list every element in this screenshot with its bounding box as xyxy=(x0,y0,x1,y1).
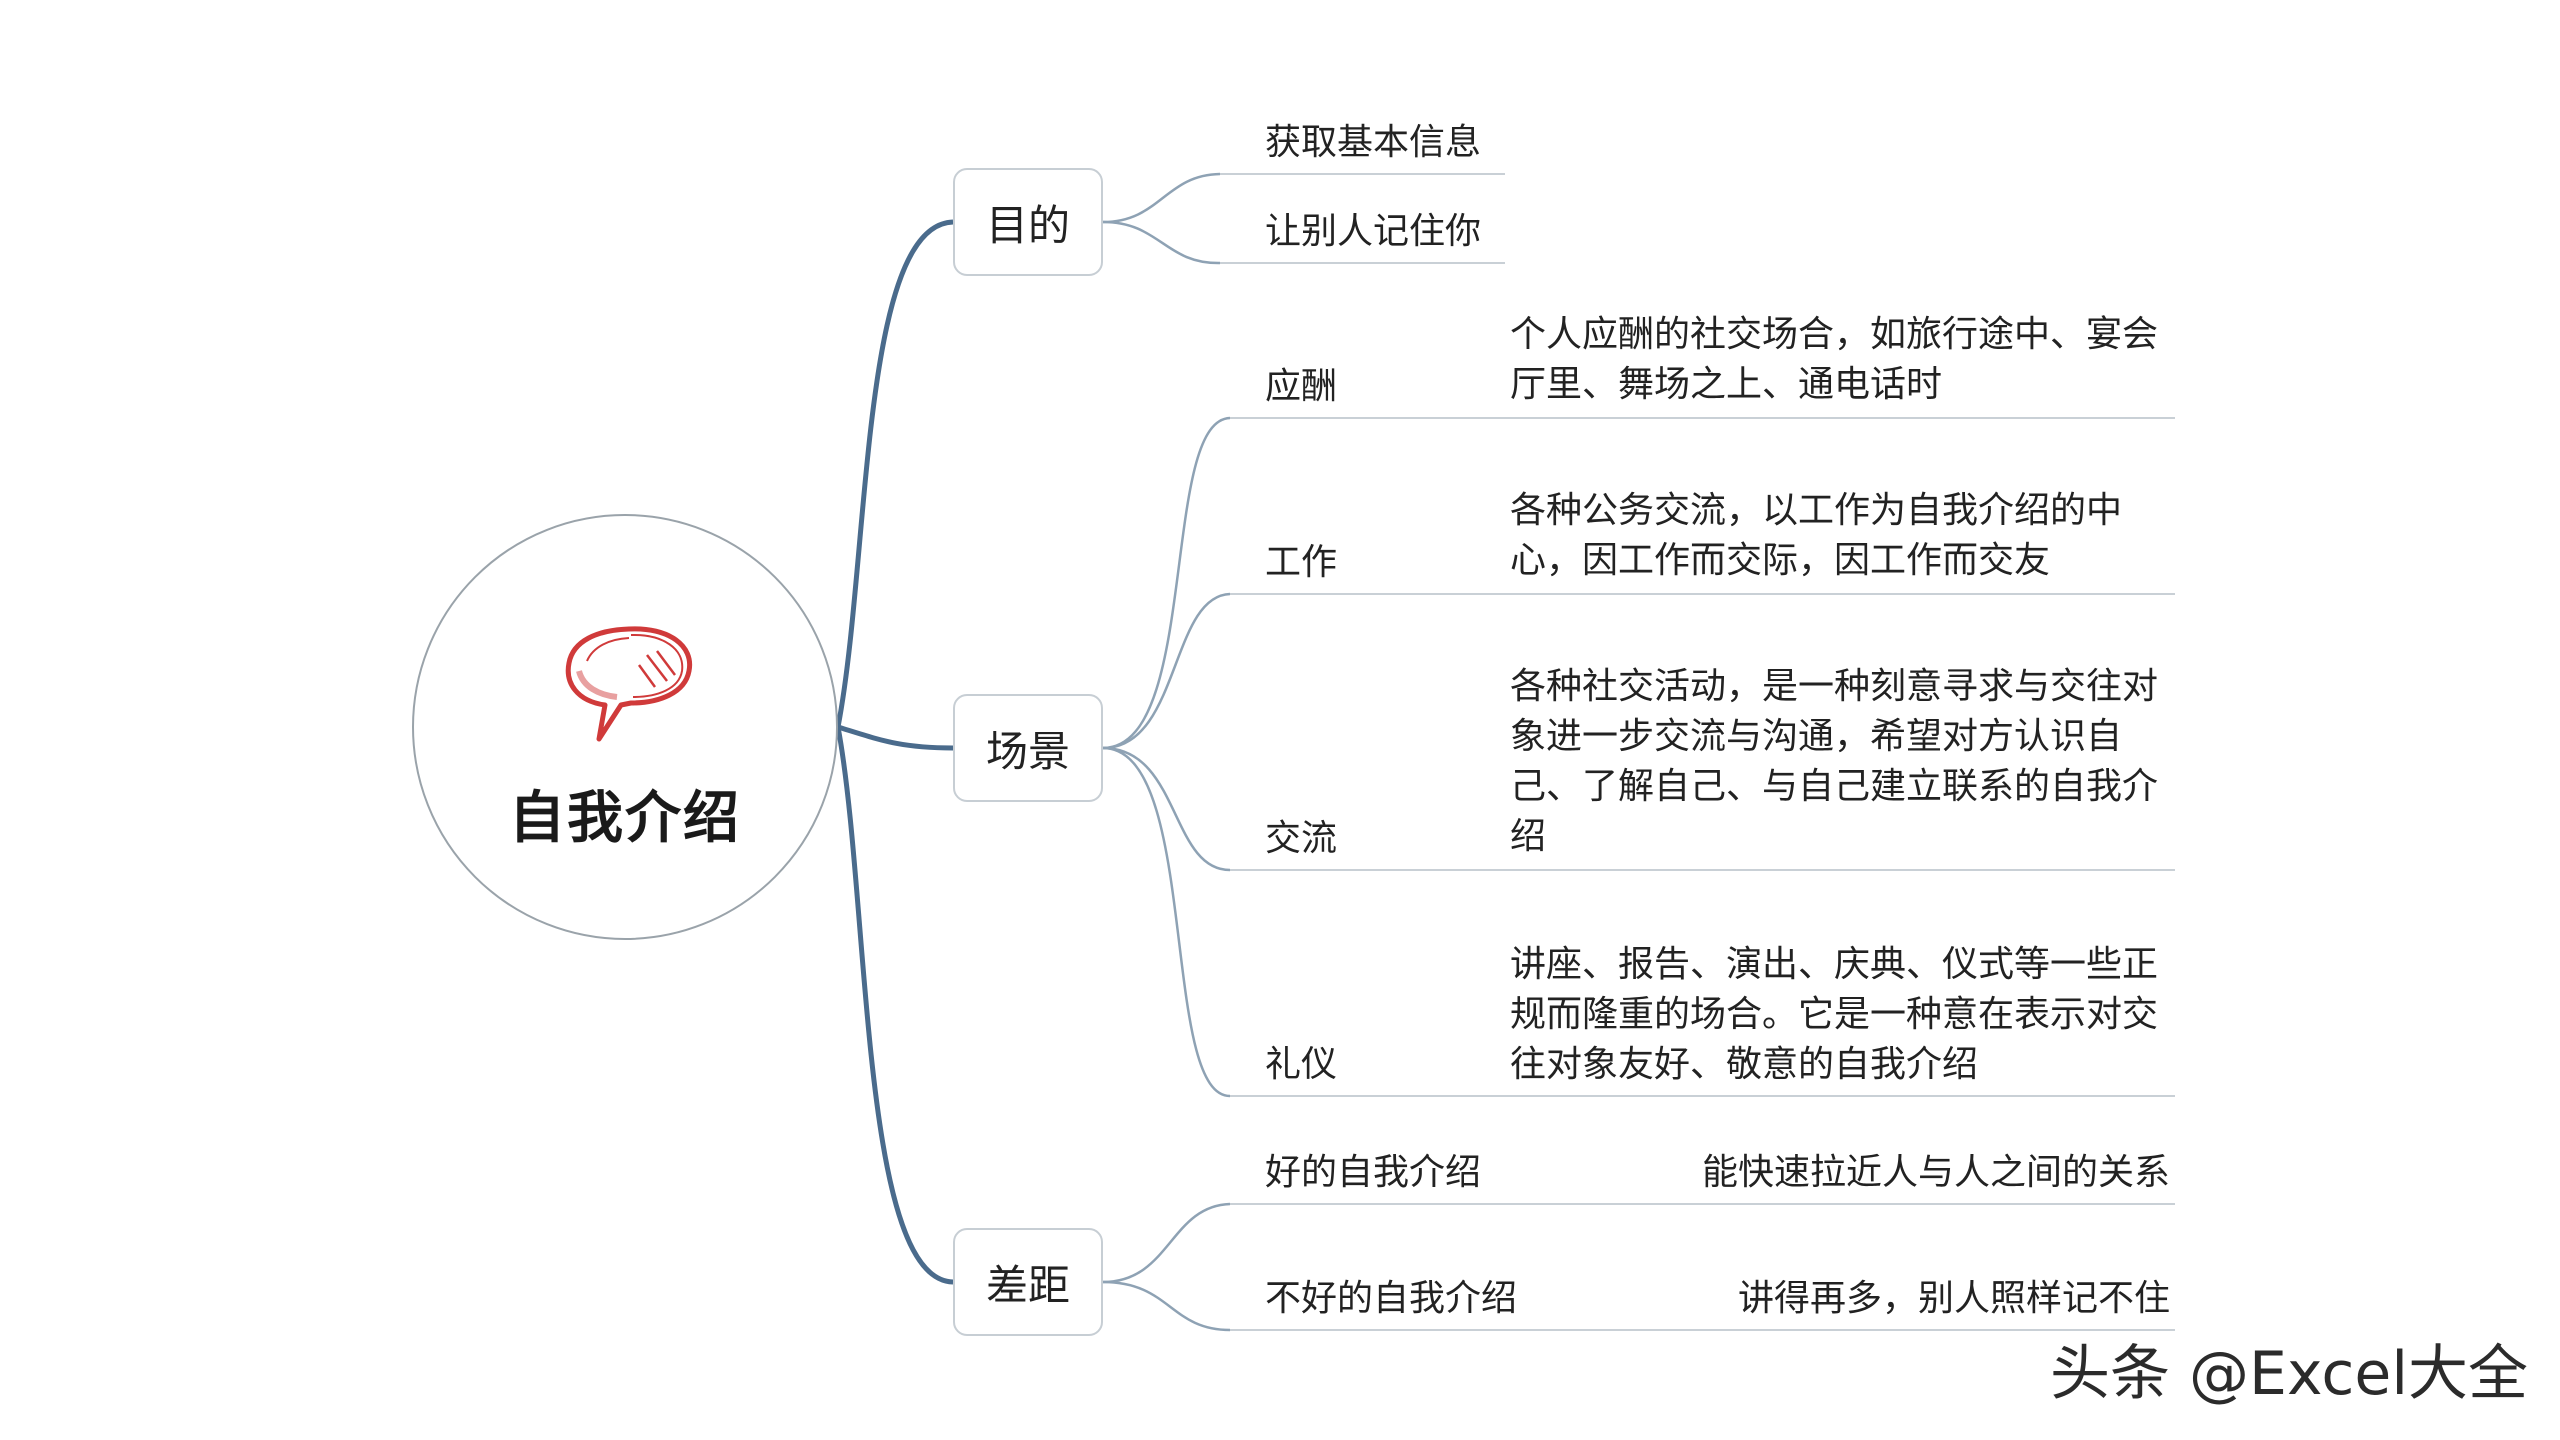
branch-purpose[interactable]: 目的 xyxy=(953,168,1103,276)
desc-scene-social: 个人应酬的社交场合，如旅行途中、宴会厅里、舞场之上、通电话时 xyxy=(1510,314,2159,405)
leaf-gap-good[interactable]: 好的自我介绍 xyxy=(1265,1152,1482,1193)
watermark: 头条 @Excel大全 xyxy=(2049,1339,2528,1409)
trunk-to-gap xyxy=(835,726,954,1285)
root-node[interactable]: 自我介绍 xyxy=(412,514,838,940)
leaf-scene-exchange[interactable]: 交流 xyxy=(1265,818,1338,859)
branch-purpose-label: 目的 xyxy=(985,200,1070,250)
leaf-purpose-2[interactable]: 让别人记住你 xyxy=(1265,211,1482,252)
root-title: 自我介绍 xyxy=(509,786,741,851)
branch-gap-label: 差距 xyxy=(985,1260,1070,1310)
branch-scenes-label: 场景 xyxy=(985,726,1070,776)
leaf-scene-etiquette[interactable]: 礼仪 xyxy=(1265,1044,1338,1085)
trunk-to-purpose xyxy=(835,219,954,728)
desc-scene-exchange: 各种社交活动，是一种刻意寻求与交往对象进一步交流与沟通，希望对方认识自己、了解自… xyxy=(1510,666,2159,857)
leaf-scene-social[interactable]: 应酬 xyxy=(1265,366,1338,407)
branch-scenes[interactable]: 场景 xyxy=(953,694,1103,802)
branch-gap[interactable]: 差距 xyxy=(953,1228,1103,1336)
desc-scene-work: 各种公务交流，以工作为自我介绍的中心，因工作而交际，因工作而交友 xyxy=(1510,490,2123,581)
leaf-scene-work[interactable]: 工作 xyxy=(1265,542,1338,583)
desc-scene-etiquette: 讲座、报告、演出、庆典、仪式等一些正规而隆重的场合。它是一种意在表示对交往对象友… xyxy=(1510,944,2159,1085)
trunk-to-scenes xyxy=(837,724,954,751)
speech-bubble-icon xyxy=(565,626,693,742)
leaf-purpose-1[interactable]: 获取基本信息 xyxy=(1265,122,1482,163)
leaf-gap-bad[interactable]: 不好的自我介绍 xyxy=(1265,1278,1518,1319)
desc-gap-good: 能快速拉近人与人之间的关系 xyxy=(1701,1152,2170,1193)
desc-gap-bad: 讲得再多，别人照样记不住 xyxy=(1737,1278,2170,1319)
